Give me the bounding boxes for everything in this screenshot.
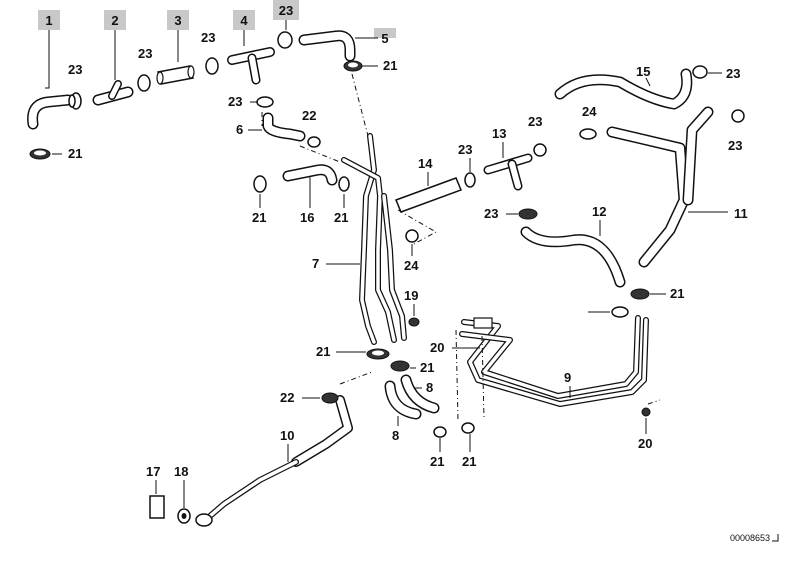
svg-text:00008653: 00008653 bbox=[730, 533, 770, 543]
svg-text:21: 21 bbox=[252, 210, 266, 225]
svg-text:21: 21 bbox=[383, 58, 397, 73]
svg-text:22: 22 bbox=[280, 390, 294, 405]
tee-part-13 bbox=[483, 153, 533, 191]
hose-part-16 bbox=[253, 164, 350, 193]
tee-part-2 bbox=[92, 74, 151, 106]
svg-text:23: 23 bbox=[484, 206, 498, 221]
boxed-callout-3: 3 bbox=[167, 10, 189, 30]
svg-text:6: 6 bbox=[236, 122, 243, 137]
svg-text:3: 3 bbox=[174, 13, 181, 28]
svg-text:24: 24 bbox=[404, 258, 419, 273]
svg-text:23: 23 bbox=[458, 142, 472, 157]
clamp-21-b bbox=[343, 60, 363, 72]
svg-text:14: 14 bbox=[418, 156, 433, 171]
svg-text:7: 7 bbox=[312, 256, 319, 271]
svg-text:16: 16 bbox=[300, 210, 314, 225]
svg-text:15: 15 bbox=[636, 64, 650, 79]
boxed-callout-1: 1 bbox=[38, 10, 60, 30]
svg-text:10: 10 bbox=[280, 428, 294, 443]
clamp-22-a bbox=[307, 136, 321, 148]
svg-text:8: 8 bbox=[426, 380, 433, 395]
washer-18 bbox=[177, 508, 191, 524]
pipe-part-10 bbox=[195, 395, 353, 527]
callout-labels: 23 21 23 23 21 15 23 24 23 23 23 22 6 13… bbox=[52, 30, 748, 508]
clamp-22-b bbox=[321, 392, 339, 404]
boxed-callout-4: 4 bbox=[233, 10, 255, 30]
boxed-callout-2: 2 bbox=[104, 10, 126, 30]
svg-text:21: 21 bbox=[316, 344, 330, 359]
svg-text:21: 21 bbox=[68, 146, 82, 161]
hose-part-1 bbox=[27, 92, 82, 130]
pipe-part-7 bbox=[341, 133, 407, 345]
clamp-21-f bbox=[390, 360, 410, 372]
clamp-24-a bbox=[579, 128, 597, 140]
clamp-23-e bbox=[533, 143, 547, 157]
svg-text:20: 20 bbox=[638, 436, 652, 451]
tee-part-4 bbox=[227, 47, 275, 85]
svg-text:12: 12 bbox=[592, 204, 606, 219]
bolt-17 bbox=[149, 495, 165, 519]
svg-text:21: 21 bbox=[462, 454, 476, 469]
svg-text:11: 11 bbox=[734, 206, 748, 221]
svg-text:8: 8 bbox=[392, 428, 399, 443]
boxed-callout-5: 5 bbox=[374, 28, 396, 46]
hose-part-8 bbox=[384, 374, 475, 438]
svg-text:23: 23 bbox=[279, 3, 293, 18]
hose-part-5 bbox=[277, 30, 356, 62]
hose-part-15 bbox=[554, 65, 708, 110]
hose-part-11 bbox=[606, 106, 714, 268]
svg-text:21: 21 bbox=[430, 454, 444, 469]
clamp-21-a bbox=[29, 148, 51, 160]
svg-text:13: 13 bbox=[492, 126, 506, 141]
svg-text:22: 22 bbox=[302, 108, 316, 123]
hose-part-6 bbox=[262, 112, 306, 142]
svg-text:4: 4 bbox=[240, 13, 248, 28]
svg-text:1: 1 bbox=[45, 13, 52, 28]
clamp-23-b bbox=[256, 96, 274, 108]
svg-text:18: 18 bbox=[174, 464, 188, 479]
svg-text:23: 23 bbox=[528, 114, 542, 129]
clamp-19 bbox=[408, 317, 420, 327]
svg-text:23: 23 bbox=[68, 62, 82, 77]
hose-part-12 bbox=[518, 208, 629, 318]
svg-text:21: 21 bbox=[420, 360, 434, 375]
hose-part-14 bbox=[395, 172, 476, 213]
svg-text:23: 23 bbox=[726, 66, 740, 81]
svg-text:23: 23 bbox=[138, 46, 152, 61]
svg-text:23: 23 bbox=[201, 30, 215, 45]
clamp-21-k bbox=[630, 288, 650, 300]
svg-text:9: 9 bbox=[564, 370, 571, 385]
svg-text:20: 20 bbox=[430, 340, 444, 355]
clamp-24-b bbox=[405, 229, 419, 243]
svg-text:21: 21 bbox=[334, 210, 348, 225]
svg-text:2: 2 bbox=[111, 13, 118, 28]
svg-text:24: 24 bbox=[582, 104, 597, 119]
pipe-part-9 bbox=[459, 315, 649, 407]
clamp-23-f bbox=[731, 109, 745, 123]
svg-text:5: 5 bbox=[381, 31, 388, 46]
svg-text:21: 21 bbox=[670, 286, 684, 301]
clamp-21-e bbox=[366, 348, 390, 360]
hose-part-3 bbox=[156, 57, 219, 85]
document-number: 00008653 bbox=[730, 533, 779, 543]
svg-text:17: 17 bbox=[146, 464, 160, 479]
svg-text:23: 23 bbox=[228, 94, 242, 109]
boxed-callout-23: 23 bbox=[273, 0, 299, 20]
svg-text:23: 23 bbox=[728, 138, 742, 153]
bolt-20-b bbox=[641, 407, 651, 417]
svg-text:19: 19 bbox=[404, 288, 418, 303]
